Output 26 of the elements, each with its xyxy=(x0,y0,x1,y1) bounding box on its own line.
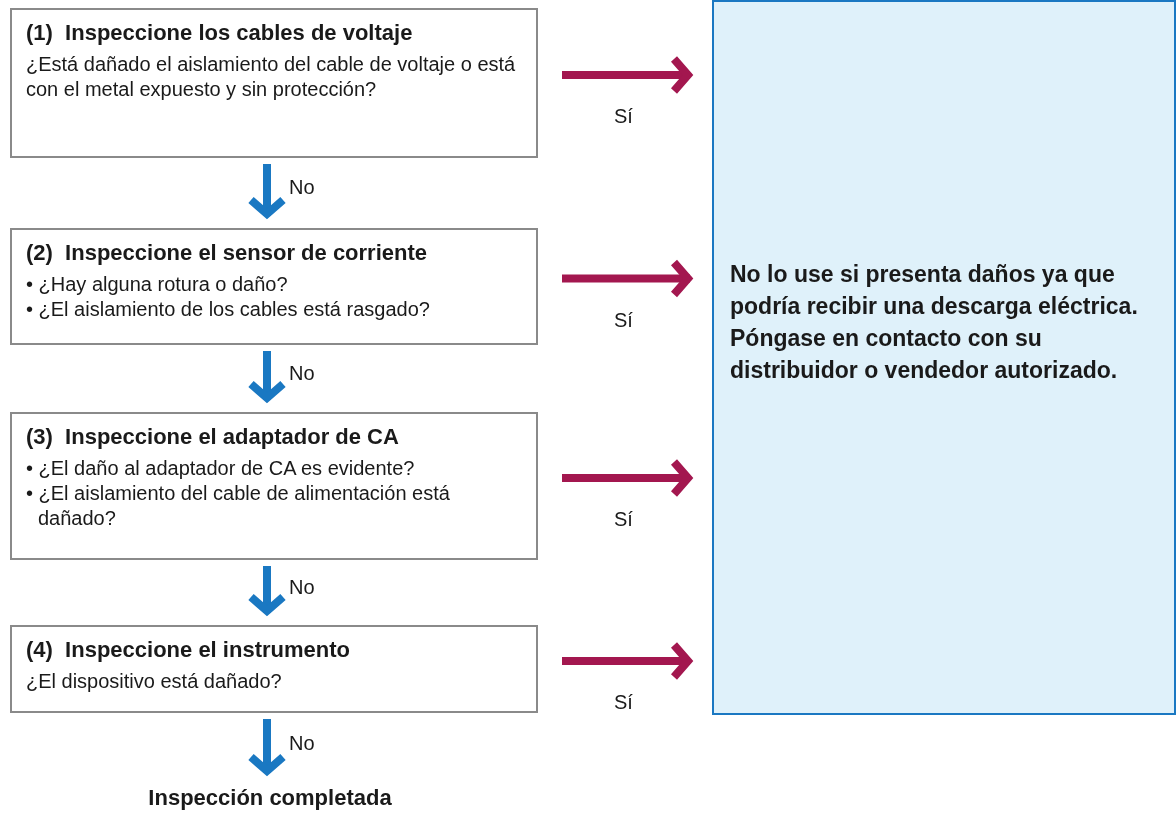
question-text: • ¿El aislamiento de los cables está rasgado? xyxy=(26,297,431,322)
question-text: • ¿Hay alguna rotura o daño? xyxy=(26,272,289,297)
warning-text: No lo use si presenta daños ya que podría recibir una descarga eléctrica. xyxy=(730,260,1139,321)
step-heading: (1) Inspeccione los cables de voltaje xyxy=(26,20,414,46)
step-heading: (3) Inspeccione el adaptador de CA xyxy=(26,424,400,450)
edge-label: Sí xyxy=(614,105,633,128)
process-box xyxy=(10,8,538,158)
question-text: ¿Está dañado el aislamiento del cable de voltaje o está con el metal expuesto y sin protección? xyxy=(26,52,517,102)
result-text: Inspección completada xyxy=(147,785,393,811)
edge-label: Sí xyxy=(614,691,633,714)
warning-text: Póngase en contacto con su distribuidor o vendedor autorizado. xyxy=(730,324,1119,385)
edge-label: No xyxy=(289,176,315,199)
question-text: ¿El dispositivo está dañado? xyxy=(26,669,283,694)
edge-label: No xyxy=(289,575,315,599)
process-box xyxy=(10,228,538,345)
step-heading: (2) Inspeccione el sensor de corriente xyxy=(26,240,429,266)
edge-label: Sí xyxy=(614,308,633,332)
step-heading: (4) Inspeccione el instrumento xyxy=(26,637,351,663)
question-text: • ¿El daño al adaptador de CA es evidente? xyxy=(26,456,416,481)
edge-label: Sí xyxy=(614,508,633,531)
edge-label: No xyxy=(289,732,315,755)
question-text: • ¿El aislamiento del cable de alimentación está dañado? xyxy=(26,481,451,531)
edge-label: No xyxy=(289,361,315,385)
warning-box xyxy=(712,0,1176,715)
process-box xyxy=(10,412,538,560)
process-box xyxy=(10,625,538,713)
